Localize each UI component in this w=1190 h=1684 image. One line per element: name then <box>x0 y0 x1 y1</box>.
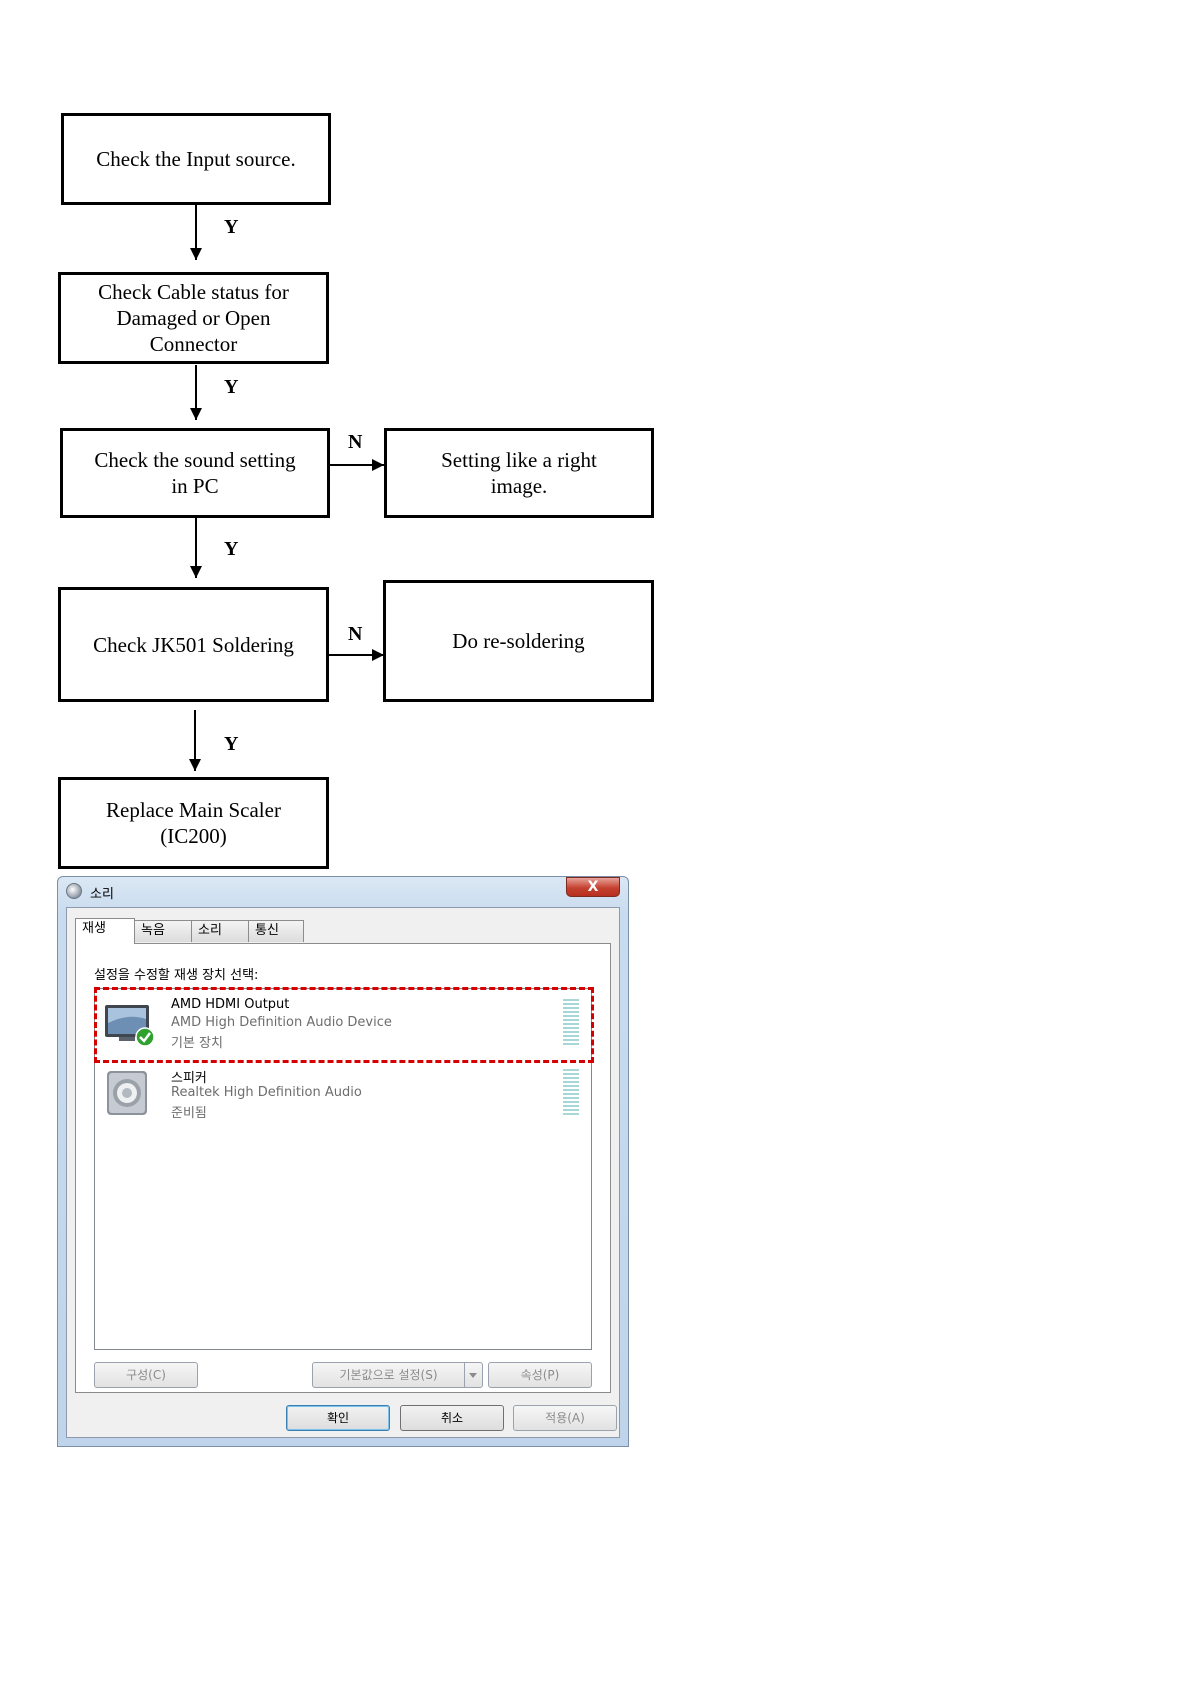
configure-button[interactable]: 구성(C) <box>94 1362 198 1388</box>
volume-meter <box>563 1069 579 1115</box>
device-description: AMD High Definition Audio Device <box>171 1015 392 1030</box>
default-check-icon <box>135 1027 155 1047</box>
chevron-down-icon[interactable] <box>464 1363 482 1387</box>
tab-recording[interactable]: 녹음 <box>134 920 192 942</box>
properties-button[interactable]: 속성(P) <box>488 1362 592 1388</box>
set-default-label: 기본값으로 설정(S) <box>339 1368 438 1382</box>
box-check-sound: Check the sound setting in PC <box>60 428 330 518</box>
dialog-title: 소리 <box>90 887 114 902</box>
list-item[interactable]: 스피커 Realtek High Definition Audio 준비됨 <box>99 1061 587 1123</box>
edge-label-y-1: Y <box>224 216 239 238</box>
speaker-icon <box>107 1071 147 1115</box>
instruction-text: 설정을 수정할 재생 장치 선택: <box>94 968 259 983</box>
sound-dialog: 소리 X 재생 녹음 소리 통신 설정을 수정할 재생 장치 선택: <box>57 876 629 1447</box>
edge-label-y-3: Y <box>224 538 239 560</box>
device-status: 기본 장치 <box>171 1036 223 1051</box>
cancel-button[interactable]: 취소 <box>400 1405 504 1431</box>
ok-button[interactable]: 확인 <box>286 1405 390 1431</box>
list-item[interactable]: AMD HDMI Output AMD High Definition Audi… <box>94 987 594 1063</box>
edge-label-n-2: N <box>348 623 363 645</box>
box-re-soldering: Do re-soldering <box>383 580 654 702</box>
set-default-button[interactable]: 기본값으로 설정(S) <box>312 1362 483 1388</box>
tab-communications[interactable]: 통신 <box>248 920 304 942</box>
close-button[interactable]: X <box>566 877 620 897</box>
box-check-input: Check the Input source. <box>61 113 331 205</box>
edge-label-n-1: N <box>348 431 363 453</box>
box-setting-right: Setting like a right image. <box>384 428 654 518</box>
tab-playback[interactable]: 재생 <box>75 918 135 944</box>
edge-label-y-2: Y <box>224 376 239 398</box>
dialog-titlebar[interactable]: 소리 X <box>58 877 628 907</box>
device-name: 스피커 <box>171 1071 207 1086</box>
box-check-cable: Check Cable status for Damaged or Open C… <box>58 272 329 364</box>
device-name: AMD HDMI Output <box>171 997 290 1012</box>
highlight-box <box>94 987 594 1063</box>
volume-meter <box>563 999 579 1045</box>
speaker-settings-icon <box>66 883 82 899</box>
edge-label-y-4: Y <box>224 733 239 755</box>
tab-sounds[interactable]: 소리 <box>191 920 249 942</box>
dialog-client: 재생 녹음 소리 통신 설정을 수정할 재생 장치 선택: AMD HDMI O <box>66 907 620 1438</box>
device-status: 준비됨 <box>171 1106 207 1121</box>
playback-panel: 설정을 수정할 재생 장치 선택: AMD HDMI Output AMD Hi… <box>75 943 611 1393</box>
apply-button[interactable]: 적용(A) <box>513 1405 617 1431</box>
box-check-jk501: Check JK501 Soldering <box>58 587 329 702</box>
monitor-icon <box>105 1005 155 1047</box>
device-list[interactable]: AMD HDMI Output AMD High Definition Audi… <box>94 987 594 1350</box>
device-description: Realtek High Definition Audio <box>171 1085 362 1100</box>
box-replace-scaler: Replace Main Scaler (IC200) <box>58 777 329 869</box>
